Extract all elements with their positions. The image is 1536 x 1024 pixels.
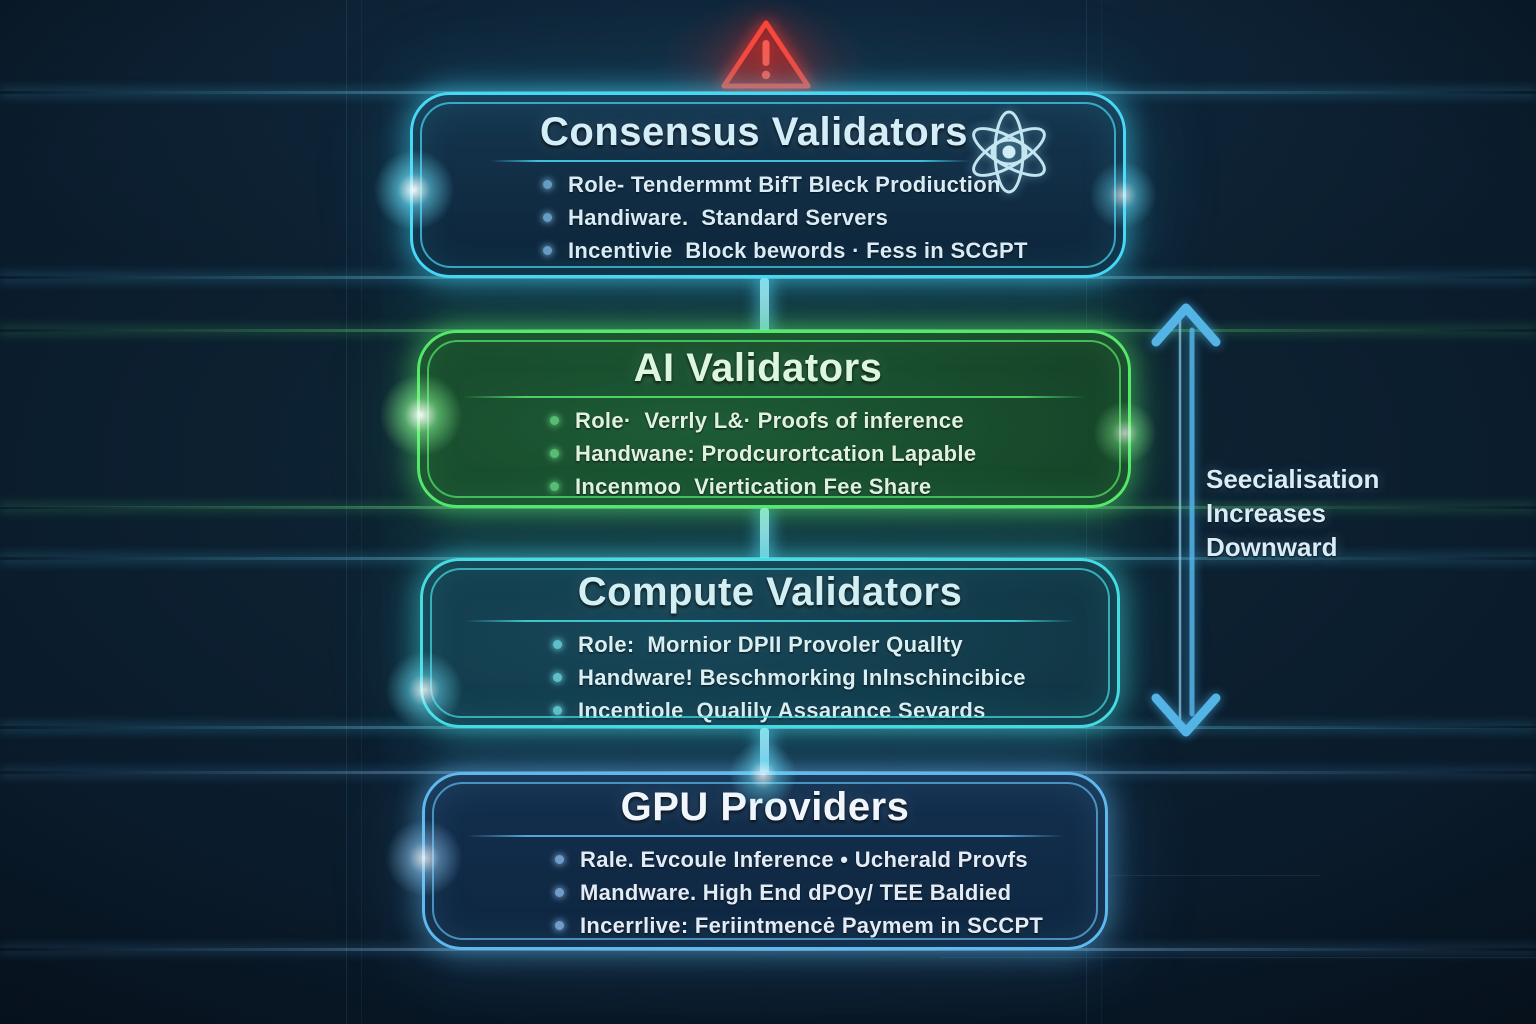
compute-validators-box: Compute Validators Role: Mornior DPII Pr…: [420, 558, 1120, 728]
bullet-icon: [553, 673, 562, 682]
list-item: Mandware. High End dPOy/ TEE Baldied: [425, 876, 1105, 909]
box-title: AI Validators: [633, 346, 883, 390]
list-item: Incerrlive: Feriintmencė Paymem in SCCPT: [425, 909, 1105, 942]
box-item-list: Rale. Evcoule Inference • Ucherald Provf…: [425, 843, 1105, 942]
bullet-icon: [555, 888, 564, 897]
bullet-icon: [543, 213, 552, 222]
bullet-icon: [553, 640, 562, 649]
box-item-list: Role: Mornior DPII Provoler Quallty Hand…: [423, 628, 1117, 727]
connector-line: [760, 508, 769, 560]
list-item: Incentivie Block bewords · Fess in SCGPT: [413, 234, 1123, 267]
list-item: Incentiole Qualily Assarance Sevards: [423, 694, 1117, 727]
note-line: Seecialisation: [1206, 464, 1380, 494]
box-title: Compute Validators: [577, 570, 963, 614]
note-line: Increases: [1206, 498, 1326, 528]
bullet-icon: [543, 180, 552, 189]
box-title: GPU Providers: [620, 785, 910, 829]
list-item: Handware! Beschmorking Inlnschincibice: [423, 661, 1117, 694]
atom-icon: [952, 100, 1067, 205]
list-item: Role· Verrly L&· Proofs of inference: [420, 404, 1128, 437]
grid-line: [940, 957, 1536, 958]
list-item: Incenmoo Viertication Fee Share: [420, 470, 1128, 503]
grid-line: [346, 0, 347, 1024]
bullet-icon: [543, 246, 552, 255]
bullet-icon: [550, 416, 559, 425]
list-item: Role: Mornior DPII Provoler Quallty: [423, 628, 1117, 661]
grid-line: [361, 0, 362, 1024]
bullet-icon: [555, 855, 564, 864]
title-underline: [462, 396, 1086, 398]
warning-triangle-icon: [716, 16, 816, 96]
bullet-icon: [553, 706, 562, 715]
title-underline: [464, 620, 1076, 622]
list-item: Rale. Evcoule Inference • Ucherald Provf…: [425, 843, 1105, 876]
box-item-list: Role· Verrly L&· Proofs of inference Han…: [420, 404, 1128, 503]
ai-validators-box: AI Validators Role· Verrly L&· Proofs of…: [417, 330, 1131, 508]
specialisation-note: Seecialisation Increases Downward: [1206, 462, 1379, 564]
box-title: Consensus Validators: [540, 110, 968, 154]
list-item: Handiware. Standard Servers: [413, 201, 1123, 234]
connector-line: [760, 728, 769, 774]
bullet-icon: [550, 449, 559, 458]
note-line: Downward: [1206, 532, 1338, 562]
title-underline: [490, 160, 970, 162]
grid-line: [0, 506, 420, 507]
bullet-icon: [550, 482, 559, 491]
title-underline: [465, 835, 1065, 837]
list-item: Handwane: Prodcurortcation Lapable: [420, 437, 1128, 470]
gpu-providers-box: GPU Providers Rale. Evcoule Inference • …: [422, 772, 1108, 950]
bullet-icon: [555, 921, 564, 930]
specialisation-arrow-icon: [1140, 296, 1236, 744]
connector-line: [760, 278, 769, 332]
